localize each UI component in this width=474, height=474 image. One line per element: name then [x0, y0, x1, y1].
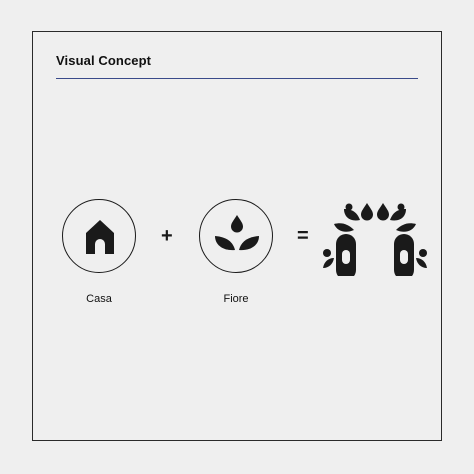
- house-icon: [86, 220, 114, 254]
- fiore-label: Fiore: [223, 293, 249, 305]
- plus-symbol: +: [161, 225, 173, 247]
- casa-circle: [62, 199, 136, 273]
- page-title: Visual Concept: [56, 53, 152, 68]
- casa-label: Casa: [86, 293, 112, 305]
- fiore-circle: [199, 199, 273, 273]
- title-divider: [56, 78, 418, 79]
- logo-arch-icon: [323, 203, 427, 276]
- concept-frame: [32, 31, 442, 441]
- flower-icon: [215, 215, 259, 251]
- equals-symbol: =: [297, 225, 309, 247]
